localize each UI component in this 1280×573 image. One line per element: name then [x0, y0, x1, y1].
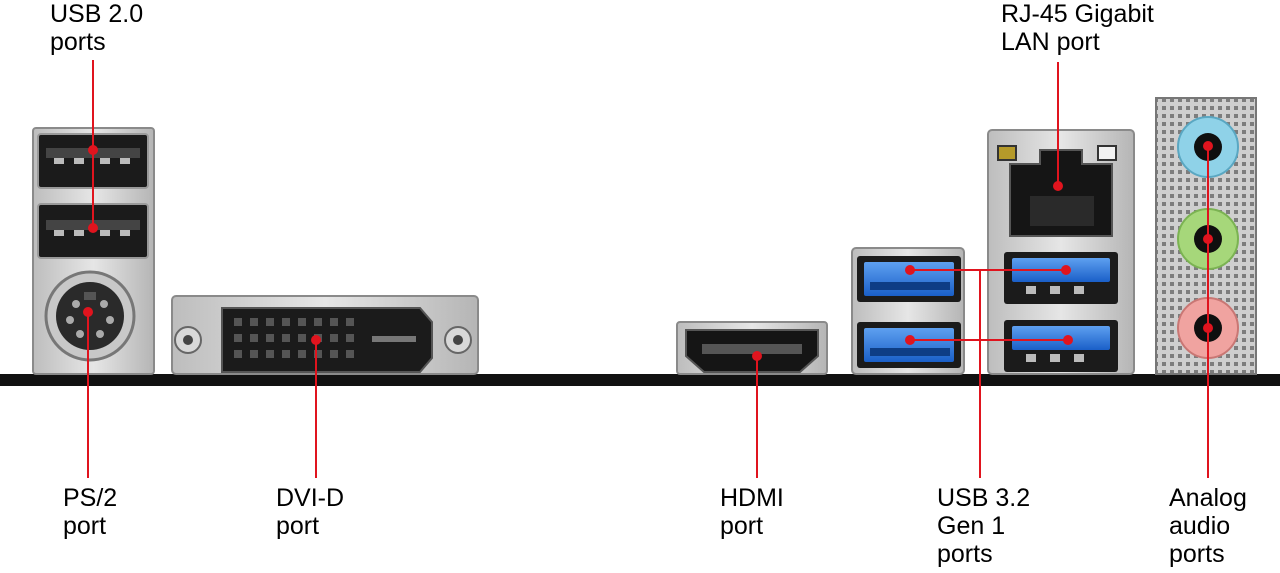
callout-dot [88, 145, 98, 155]
callout-dot [752, 351, 762, 361]
callout-dot [1203, 323, 1213, 333]
dvi-pin [330, 318, 338, 326]
usb3-port-icon [857, 256, 961, 302]
dvi-pin [330, 334, 338, 342]
dvi-pin [234, 334, 242, 342]
rj45-usb3-stack [987, 129, 1135, 375]
dvi-pin [346, 318, 354, 326]
hdmi-port-icon [676, 321, 828, 375]
usb3-port-icon [1004, 320, 1118, 372]
dvi-pin [266, 334, 274, 342]
callout-dot [1063, 335, 1073, 345]
dvi-pin [250, 334, 258, 342]
io-shield-baseline [0, 374, 1280, 386]
callout-dot [1061, 265, 1071, 275]
callout-dot [1203, 141, 1213, 151]
dvi-pin [346, 334, 354, 342]
dvi-pin [234, 350, 242, 358]
dvi-pin [298, 350, 306, 358]
callout-dot [88, 223, 98, 233]
dvi-pin [314, 350, 322, 358]
dvi-pin [346, 350, 354, 358]
callout-dot [1203, 234, 1213, 244]
dvi-pin [330, 350, 338, 358]
callout-dot [905, 335, 915, 345]
dvi-d-connector-icon [171, 295, 479, 375]
usb3-port-icon [857, 322, 961, 368]
callout-dot [905, 265, 915, 275]
dvi-pin [282, 334, 290, 342]
callout-dot [1053, 181, 1063, 191]
dvi-pin [298, 318, 306, 326]
dvi-pin [282, 350, 290, 358]
rj45-jack-icon [997, 145, 1117, 237]
dvi-pin [250, 350, 258, 358]
callouts [87, 60, 1209, 478]
dvi-pin [250, 318, 258, 326]
dvi-pin [282, 318, 290, 326]
dvi-pin [266, 350, 274, 358]
dvi-pin [234, 318, 242, 326]
usb3-port-icon [1004, 252, 1118, 304]
dvi-pin [298, 334, 306, 342]
callout-dot [83, 307, 93, 317]
callout-dots [83, 141, 1213, 361]
callout-dot [311, 335, 321, 345]
dvi-pin [314, 318, 322, 326]
usb3-left-stack [851, 247, 965, 375]
dvi-pin [266, 318, 274, 326]
